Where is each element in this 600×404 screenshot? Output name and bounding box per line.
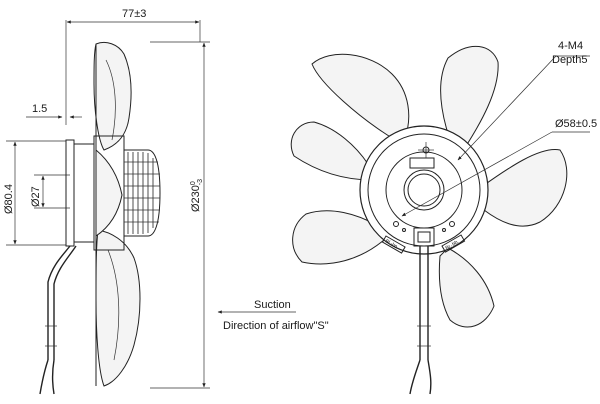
outer-label-sup: 0 <box>190 181 197 185</box>
airflow-indicator: Suction Direction of airflow"S" <box>217 299 329 332</box>
thread-label: 4-M4 <box>558 40 583 52</box>
shaft-dimension: Ø27 <box>30 174 70 209</box>
front-hub: Bl.-bn. Br.-bb. <box>359 125 489 255</box>
svg-text:Ø2300-3: Ø2300-3 <box>190 179 204 212</box>
blade-3 <box>479 149 568 227</box>
front-blades <box>290 45 568 328</box>
side-view: 77±3 1.5 Ø80.4 Ø27 Ø2300-3 <box>3 8 210 395</box>
front-view: Bl.-bn. Br.-bb. 4-M4 Depth5 <box>290 40 597 395</box>
suction-label: Suction <box>254 299 291 311</box>
side-blade-profile <box>93 41 141 387</box>
blade-4 <box>438 247 495 328</box>
blade-6 <box>290 121 373 181</box>
bore-dimension: Ø80.4 <box>3 140 66 246</box>
blade-2 <box>440 45 499 147</box>
thread-depth-label: Depth5 <box>552 54 587 66</box>
front-cable <box>409 246 432 395</box>
bolt-circle-label: Ø58±0.5 <box>555 118 597 130</box>
motor-body-side <box>65 135 161 251</box>
outer-diameter-dimension: Ø2300-3 <box>150 41 210 389</box>
blade-5 <box>292 210 385 265</box>
blade-1 <box>311 53 410 139</box>
airflow-direction-label: Direction of airflow"S" <box>223 320 329 332</box>
depth-label: 77±3 <box>122 8 146 20</box>
side-cable <box>39 245 77 395</box>
shaft-label: Ø27 <box>30 186 42 207</box>
flange-dimension: 1.5 <box>26 103 82 119</box>
depth-dimension: 77±3 <box>65 8 201 125</box>
bolt-circle-callout: Ø58±0.5 <box>401 118 597 217</box>
flange-label: 1.5 <box>32 103 47 115</box>
bore-label: Ø80.4 <box>3 184 15 214</box>
thread-callout: 4-M4 Depth5 <box>457 40 590 161</box>
outer-label-sub: -3 <box>197 179 204 185</box>
outer-label: Ø230 <box>190 185 202 212</box>
